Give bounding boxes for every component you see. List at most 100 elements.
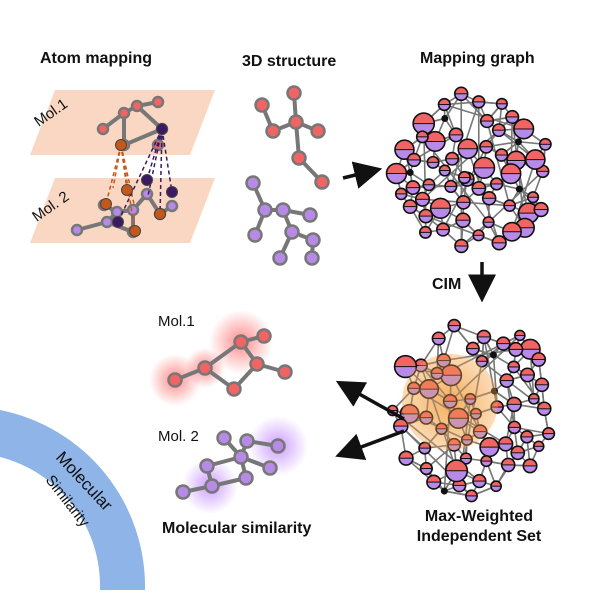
mapping-graph-node <box>455 240 468 253</box>
similar-mol2-atom <box>241 435 254 448</box>
mwis-node-black <box>490 351 497 358</box>
mwis-node <box>532 353 545 366</box>
mapping-graph-node <box>483 192 496 205</box>
mwis-node <box>500 374 513 387</box>
mapping-graph-node <box>419 209 432 222</box>
mapping-graph-node <box>408 154 421 167</box>
similarity-molecules-panel <box>149 310 308 514</box>
mol2-result-label: Mol. 2 <box>158 428 199 445</box>
similar-mol1-atom <box>228 383 241 396</box>
mapped-atom <box>167 187 178 198</box>
mapping-graph-node <box>540 139 551 150</box>
similar-mol2-atom <box>218 432 231 445</box>
struct3d-mol2-atom <box>274 252 287 265</box>
mwis-node <box>432 332 444 344</box>
mapping-graph-node <box>417 131 428 142</box>
mwis-node <box>502 458 515 471</box>
mapping-graph-node <box>438 99 450 111</box>
plane-mol1-atom <box>119 108 129 118</box>
similar-mol1-atom <box>251 358 264 371</box>
plane-mol2-atom <box>167 201 177 211</box>
mwis-node <box>507 397 521 411</box>
mapping-graph-node <box>455 87 468 100</box>
similar-mol1-atom <box>199 362 212 375</box>
mol1-result-label: Mol.1 <box>158 313 195 330</box>
mapped-atom <box>157 124 168 135</box>
mapping-graph-node-bottom <box>514 129 534 139</box>
mwis-node <box>477 330 490 343</box>
mapping-graph-node <box>387 164 407 184</box>
atom-mapping-title: Atom mapping <box>40 50 152 68</box>
struct3d-mol1-atom <box>316 176 329 189</box>
arrow-to-mol2 <box>345 431 404 453</box>
mapping-graph-node-bottom <box>425 141 445 151</box>
mapping-graph-node <box>492 236 506 250</box>
mapping-graph-node <box>406 181 419 194</box>
mwis-node <box>499 437 513 451</box>
mapping-graph-node <box>445 181 457 193</box>
mwis-node <box>399 451 413 465</box>
mapped-atom <box>122 185 133 196</box>
mwis-node-black <box>441 488 448 495</box>
mapping-graph-node <box>504 200 515 211</box>
struct3d-mol2-atom <box>277 204 290 217</box>
mwis-node <box>466 490 477 501</box>
mapped-atom <box>101 199 112 210</box>
mwis-node <box>543 428 555 440</box>
mwis-node <box>508 421 520 433</box>
mapping-graph-node-top <box>387 164 407 174</box>
mwis-node <box>448 320 460 332</box>
mapping-graph-node <box>446 153 458 165</box>
mwis-node-bottom <box>446 471 468 482</box>
plane-mol1-atom <box>132 101 142 111</box>
mwis-node <box>529 394 539 404</box>
mwis-node <box>538 402 551 415</box>
mapping-graph-node <box>427 157 438 168</box>
mwis-node <box>534 441 544 451</box>
mapping-graph-node <box>526 150 545 169</box>
mwis-highlight-region <box>402 354 498 450</box>
arrow-to-mapping-graph <box>343 171 372 178</box>
struct3d-mol1-atom <box>256 99 269 112</box>
mapping-graph-node <box>497 99 508 110</box>
mapping-graph-node <box>456 213 470 227</box>
mwis-title-line1: Max-Weighted <box>408 508 550 526</box>
mapping-graph-node-top <box>507 151 525 160</box>
similar-mol2-atom <box>177 486 190 499</box>
mwis-graph <box>388 320 555 502</box>
mapping-graph-node <box>528 192 539 203</box>
plane-mol2-atom <box>72 225 82 235</box>
structure-3d-title: 3D structure <box>242 53 336 71</box>
arrow-to-mol1 <box>345 386 404 419</box>
similar-mol2-atom <box>240 472 253 485</box>
mwis-node-top <box>395 356 417 367</box>
mapping-graph-node-black <box>441 115 448 122</box>
mapping-graph-node-black <box>516 186 523 193</box>
mwis-node <box>509 343 522 356</box>
struct3d-mol2-atom <box>307 234 320 247</box>
mwis-node <box>497 337 510 350</box>
mapping-graph-title: Mapping graph <box>420 50 535 68</box>
mapping-graph-node <box>472 182 485 195</box>
mwis-node <box>521 368 534 381</box>
mapping-graph-node <box>449 128 462 141</box>
mapping-graph-node <box>480 141 492 153</box>
similar-mol2-atom <box>201 460 214 473</box>
mwis-node <box>523 459 536 472</box>
mapping-graph-node <box>493 124 505 136</box>
mwis-title-line2: Independent Set <box>408 528 550 546</box>
mwis-node <box>473 475 486 488</box>
mapping-graph-node <box>423 179 434 190</box>
mapped-atom <box>113 217 124 228</box>
mapped-atom <box>130 226 141 237</box>
mapping-graph <box>387 87 551 252</box>
mapping-graph-node <box>501 164 521 184</box>
mapping-graph-node <box>473 96 485 108</box>
mapping-graph-node <box>483 217 494 228</box>
mwis-node <box>515 330 525 340</box>
similar-mol2-atom <box>206 480 219 493</box>
mapping-graph-node <box>534 203 548 217</box>
similar-mol1-atom <box>279 366 292 379</box>
mwis-node <box>421 463 433 475</box>
mapping-graph-node-bottom <box>431 208 451 218</box>
